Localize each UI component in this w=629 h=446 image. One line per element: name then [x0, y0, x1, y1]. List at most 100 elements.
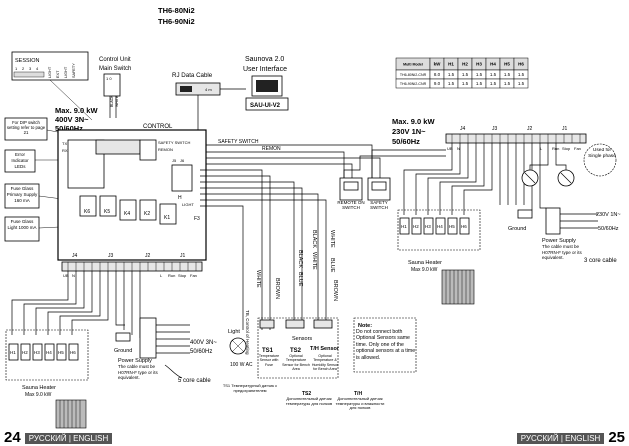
language-tag-left: РУССКИЙ | ENGLISH: [24, 432, 113, 444]
board-light: LIGHT: [182, 202, 194, 207]
note-title: Note:: [358, 323, 372, 329]
table-header-text: H1: [448, 62, 454, 67]
cable-blue-2: BLUE: [297, 272, 303, 287]
table-cell-text: 1.5: [490, 72, 497, 77]
session-num-4: 4: [36, 66, 39, 71]
table-header-text: H3: [476, 62, 482, 67]
table-header-text: H5: [504, 62, 510, 67]
bus-remon: REMON: [262, 146, 281, 152]
table-cell-text: TH6-80Ni2-CNR: [400, 73, 427, 77]
rj-cable: 4 m: [175, 82, 221, 96]
note-error-text: Error Indicator LEDs: [11, 152, 29, 169]
left-frequency: 50/60Hz: [55, 124, 83, 133]
table-cell-text: 1.5: [448, 81, 455, 86]
rterm-j2: J2: [527, 126, 533, 132]
board-f3: F3: [194, 216, 200, 222]
note-fuse-light: Fuse Glass Light 1000 mA: [4, 216, 40, 242]
rterm-j4: J4: [460, 126, 466, 132]
left-ps-voltage: 400V 3N~: [190, 340, 217, 346]
remote-on-switch: REMOTE ON SWITCH: [337, 177, 365, 210]
board-j5: J5: [172, 158, 177, 163]
cable-brown-1: BROWN: [274, 278, 280, 299]
board-control-label: CONTROL: [143, 124, 173, 130]
model-title-1: TH6-80Ni2: [158, 6, 195, 15]
note-error-leds: Error Indicator LEDs: [4, 149, 36, 173]
rj-cable-label: RJ Data Cable: [172, 72, 213, 79]
light-control: TB, Control of Heating: [245, 310, 250, 355]
table-header-text: Multi Model: [403, 63, 423, 67]
rh-h5: H5: [449, 224, 455, 229]
cable-brown-4: BROWN: [332, 280, 338, 301]
board-remon: REMON: [158, 147, 173, 152]
term-j4: J4: [72, 253, 78, 259]
table-header-text: H4: [490, 62, 496, 67]
rh-h4: H4: [437, 224, 443, 229]
term-j2: J2: [145, 253, 151, 259]
note-dip-text: For DIP switch setting refer to page 21: [6, 120, 46, 135]
term-l: L: [160, 273, 163, 278]
saunova-model: SAU-UI-V2: [250, 103, 281, 109]
table-cell-text: 8.0: [434, 72, 441, 77]
relay-k5: K5: [104, 209, 110, 215]
rterm-stop: Stop: [562, 146, 571, 151]
saunova-label-1: Saunova 2.0: [245, 56, 284, 63]
rterm-fan: Fan: [574, 146, 581, 151]
board-h: H: [178, 195, 182, 201]
light-label: Light: [228, 329, 240, 335]
cable-white-1: WHITE: [255, 270, 261, 288]
page-number-right: 25: [608, 429, 625, 446]
table-cell-text: 1.5: [490, 81, 497, 86]
right-ground-label: Ground: [508, 226, 526, 232]
th-desc: Optional Temperature & Humidity Sensor f…: [311, 354, 339, 371]
dip-safety: SAFETY: [72, 63, 76, 78]
term-fan: Fan: [190, 273, 197, 278]
single-phase-jumpers: Used for Single phase: [521, 143, 617, 187]
board-safety-switch: SAFETY SWITCH: [158, 140, 190, 145]
single-phase-label: Used for Single phase: [588, 148, 616, 159]
right-ps-voltage: 230V 1N~: [596, 212, 621, 218]
lh-label-1: Sauna Heater: [22, 385, 56, 391]
light-spec: 100 W AC: [230, 362, 253, 368]
session-num-3: 3: [29, 66, 32, 71]
rterm-j3: J3: [492, 126, 498, 132]
dip-ext: EXT: [56, 70, 60, 78]
footer-right: РУССКИЙ | ENGLISH 25: [513, 430, 625, 446]
main-switch: 1 0 BLACK WHITE: [103, 73, 121, 107]
sensor-th: T/H Sensor: [310, 346, 340, 352]
table-cell-text: 1.5: [476, 81, 483, 86]
note-fuse2-text: Fuse Glass Light 1000 mA: [7, 219, 37, 230]
right-ps-freq: 50/60Hz: [598, 226, 619, 232]
dip-light-1: LIGHT: [48, 66, 52, 78]
table-cell-text: 1.5: [448, 72, 455, 77]
safety-switch: SAFETY SWITCH: [367, 177, 391, 210]
session-label: SESSION: [15, 58, 39, 64]
note-dip: For DIP switch setting refer to page 21: [4, 117, 48, 141]
saunova-label-2: User Interface: [243, 66, 287, 73]
board-rx: RX: [62, 148, 68, 153]
page-number-left: 24: [4, 429, 21, 446]
left-ground-label: Ground: [114, 348, 132, 354]
rh-h1: H1: [401, 224, 407, 229]
left-power: Max. 9.0 kW: [55, 106, 98, 115]
left-ground: Ground: [114, 332, 132, 354]
sensors: Sensors TS1 TS2 T/H Sensor Temperature S…: [257, 317, 340, 379]
left-ps-cable: 5 core cable: [178, 378, 211, 384]
lh-h1: H1: [10, 350, 16, 355]
rh-h2: H2: [413, 224, 419, 229]
table-cell-text: 1.5: [476, 72, 483, 77]
table-cell-text: 9.0: [434, 81, 441, 86]
table-cell-text: 1.5: [504, 72, 511, 77]
right-ground: Ground: [508, 209, 533, 232]
footer-left: 24 РУССКИЙ | ENGLISH: [4, 430, 116, 446]
table-cell-text: 1.5: [504, 81, 511, 86]
rh-label-2: Max 9.0 kW: [411, 267, 438, 273]
rterm-l: L: [540, 146, 543, 151]
right-power-supply: 230V 1N~ 50/60Hz Power Supply The cable …: [542, 207, 621, 264]
relay-k6: K6: [84, 209, 90, 215]
relay-k4: K4: [124, 211, 130, 217]
cable-black-2: BLACK: [297, 250, 303, 268]
bus-safety: SAFETY SWITCH: [218, 139, 259, 145]
main-switch-label: Main Switch: [99, 66, 131, 72]
table-cell-text: TH6-90Ni2-CNR: [400, 82, 427, 86]
